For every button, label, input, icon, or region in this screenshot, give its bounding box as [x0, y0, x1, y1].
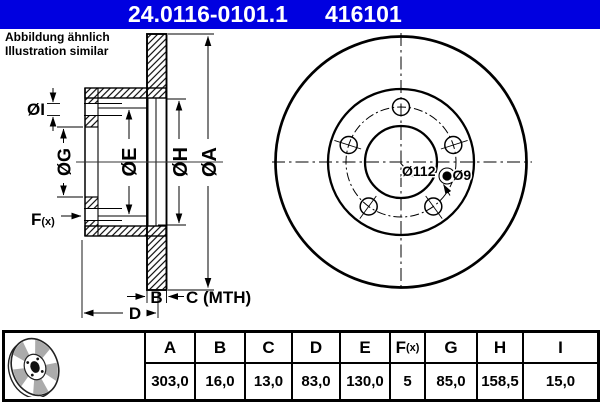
col-header-e: E [339, 333, 389, 364]
dimension-table: A B C D E F(x) G H I 303,0 16,0 13,0 83,… [2, 330, 600, 402]
bolt-holes [339, 97, 463, 216]
label-dia-a: ØA [199, 147, 221, 177]
col-header-a: A [144, 333, 194, 364]
value-d: 83,0 [291, 364, 339, 399]
value-g: 85,0 [424, 364, 476, 399]
center-bore-circle [363, 124, 439, 200]
value-c: 13,0 [244, 364, 291, 399]
brake-disc-icon [5, 335, 66, 397]
outer-diameter-circle [274, 35, 528, 289]
label-f: F(x) [31, 210, 55, 229]
f-header-main: F [395, 337, 406, 357]
catalog-number: 24.0116-0101.1 [128, 1, 288, 27]
section-dimensions [47, 33, 214, 318]
bolt-circle-leader [400, 162, 414, 178]
title-bar: 24.0116-0101.1 416101 [0, 0, 600, 29]
locating-pin-hole [438, 167, 456, 185]
note-line-de: Abbildung ähnlich [5, 30, 110, 44]
value-b: 16,0 [194, 364, 244, 399]
friction-ring-inner-circle [326, 87, 476, 237]
pin-hole-leader [443, 184, 452, 196]
label-c-mth: C (MTH) [186, 288, 251, 307]
front-view: Ø112 Ø9 [272, 33, 532, 291]
table-icon-cell [5, 333, 144, 399]
col-header-d: D [291, 333, 339, 364]
part-number: 416101 [325, 1, 402, 27]
value-f: 5 [389, 364, 424, 399]
f-header-sub: (x) [405, 341, 420, 354]
label-b: B [150, 288, 162, 307]
section-hatching [85, 34, 167, 290]
col-header-c: C [244, 333, 291, 364]
label-dia-e: ØE [119, 148, 141, 177]
col-header-f: F(x) [389, 333, 424, 364]
section-view: ØI ØG ØE ØH ØA F(x) B C (MTH) D [27, 33, 251, 325]
note-line-en: Illustration similar [5, 43, 109, 58]
illustration-note: Abbildung ähnlich Illustration similar [5, 30, 110, 58]
label-dia-g: ØG [55, 148, 75, 176]
value-i: 15,0 [522, 364, 597, 399]
col-header-i: I [522, 333, 597, 364]
bolt-circle [345, 106, 457, 218]
bolt-hole-centerline-ticks [334, 139, 468, 219]
value-h: 158,5 [476, 364, 522, 399]
col-header-b: B [194, 333, 244, 364]
label-d: D [129, 304, 141, 323]
label-bolt-circle-dia: Ø112 [402, 163, 436, 179]
value-e: 130,0 [339, 364, 389, 399]
label-dia-h: ØH [170, 147, 192, 177]
col-header-g: G [424, 333, 476, 364]
value-a: 303,0 [144, 364, 194, 399]
label-pin-hole-dia: Ø9 [453, 167, 472, 183]
label-dia-i: ØI [27, 100, 45, 119]
col-header-h: H [476, 333, 522, 364]
